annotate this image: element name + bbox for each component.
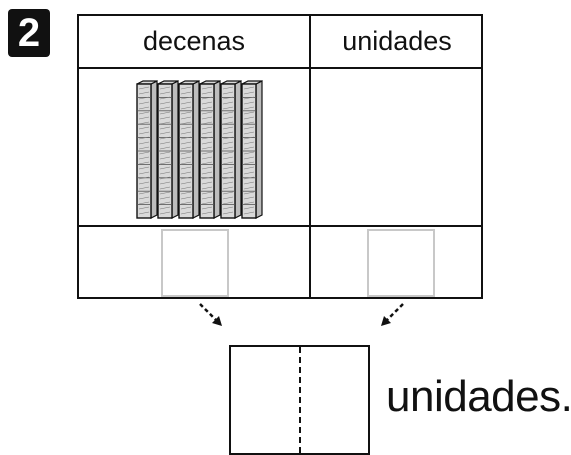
tens-rod [241,80,263,219]
tens-rod [157,80,179,219]
tens-rods [136,80,263,219]
column-divider [309,16,311,297]
arrow-down-left-icon [381,303,404,326]
place-value-table: decenas unidades [77,14,483,299]
result-number-box[interactable] [229,345,370,455]
arrow-down-right-icon [199,303,222,326]
exercise-number: 2 [17,11,41,55]
ones-column-header: unidades [342,26,452,56]
tens-column-header: decenas [142,26,246,56]
tens-rod [199,80,221,219]
digit-divider [299,347,301,453]
tens-answer-box[interactable] [161,229,229,297]
header-divider [79,67,481,69]
tens-rod [178,80,200,219]
ones-answer-box[interactable] [367,229,435,297]
result-label: unidades. [386,372,571,421]
tens-rod [220,80,242,219]
answer-row-divider [79,225,481,227]
tens-rod [136,80,158,219]
exercise-number-badge: 2 [8,9,50,57]
